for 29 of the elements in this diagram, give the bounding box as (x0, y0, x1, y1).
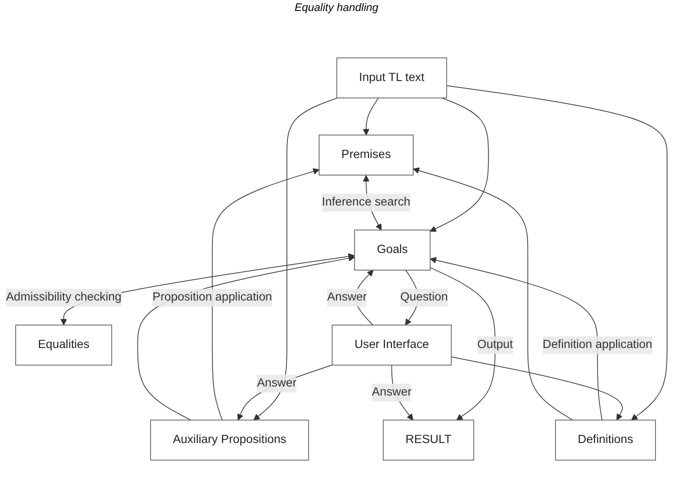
node-box: User Interface (332, 324, 452, 366)
node-box: Auxiliary Propositions (150, 420, 310, 461)
edge-label: Output (477, 338, 513, 352)
edge-label: Answer (327, 290, 367, 304)
node-box: Goals (354, 230, 431, 270)
arrow (212, 168, 320, 420)
arrow (60, 253, 355, 326)
arrow (237, 364, 333, 420)
edge-label: Proposition application (152, 290, 272, 304)
arrow (430, 98, 489, 232)
arrow (430, 257, 602, 420)
edge-label: Question (400, 291, 448, 304)
edge-label: Answer (256, 376, 297, 390)
arrow (253, 98, 338, 420)
arrow (412, 167, 574, 420)
note-text: Equality handling (294, 2, 378, 14)
node-box: Input TL text (336, 57, 448, 98)
arrow (446, 85, 668, 420)
edge-label: Answer (372, 386, 412, 399)
edge-label: Definition application (542, 338, 652, 352)
node-box: RESULT (382, 420, 474, 461)
node-box: Premises (318, 134, 414, 176)
edge-label: Admissibility checking (6, 290, 122, 304)
arrow (430, 267, 496, 420)
node-box: Definitions (555, 420, 656, 461)
arrow (450, 356, 623, 420)
node-box: Equalities (15, 324, 112, 366)
edge-label: Inference search (322, 196, 410, 209)
arrow (362, 98, 379, 136)
